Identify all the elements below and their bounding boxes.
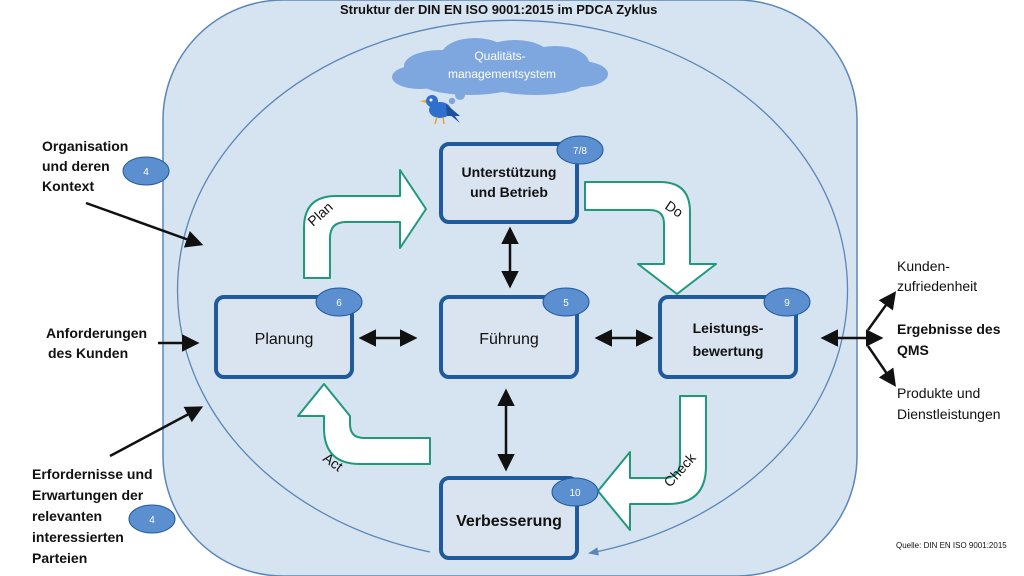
context-line1: Organisation [42, 138, 129, 154]
cloud-line2: managementsystem [448, 67, 556, 81]
evaluation-label-1: Leistungs- [693, 320, 764, 336]
context-input-arrow [85, 201, 204, 248]
plan-arrow [303, 169, 427, 279]
improvement-badge [551, 477, 599, 507]
satisfaction-line1: Kunden- [897, 258, 950, 274]
requirements-label: Anforderungen des Kunden [46, 323, 147, 363]
leadership-box [439, 295, 579, 379]
evaluation-badge [763, 287, 811, 317]
planning-box [214, 295, 354, 379]
parties-badge [128, 504, 176, 534]
cloud-line1: Qualitäts- [474, 49, 525, 63]
results-line1: Ergebnisse des [897, 321, 1001, 337]
context-label: Organisation und deren Kontext [42, 136, 128, 196]
bird-icon [420, 95, 460, 125]
support-badge-text: 7/8 [573, 146, 587, 157]
products-line1: Produkte und [897, 385, 981, 401]
requirements-line2: des Kunden [48, 345, 129, 361]
source-note: Quelle: DIN EN ISO 9001:2015 [896, 541, 1007, 550]
support-badge [556, 135, 604, 165]
leadership-badge [542, 287, 590, 317]
improvement-label: Verbesserung [456, 513, 562, 530]
planning-label: Planung [255, 331, 314, 348]
parties-badge-text: 4 [149, 515, 155, 526]
products-line2: Dienstleistungen [897, 406, 1001, 422]
parties-line5: Parteien [32, 550, 88, 566]
parties-line1: Erfordernisse und [32, 466, 153, 482]
support-label-1: Unterstützung [462, 164, 557, 180]
support-label-2: und Betrieb [470, 184, 548, 200]
parties-line2: Erwartungen der [32, 487, 144, 503]
evaluation-box [658, 295, 798, 379]
parties-line3: relevanten [32, 508, 103, 524]
leadership-badge-text: 5 [563, 298, 569, 309]
improvement-badge-text: 10 [569, 488, 581, 499]
context-badge-text: 4 [143, 167, 149, 178]
products-output-arrow [866, 345, 896, 387]
context-badge [122, 156, 170, 186]
do-arrow [584, 181, 717, 295]
planning-badge-text: 6 [336, 298, 342, 309]
satisfaction-output-arrow [866, 291, 897, 331]
context-line2: und deren [42, 158, 110, 174]
evaluation-badge-text: 9 [784, 298, 790, 309]
evaluation-label-2: bewertung [693, 343, 764, 359]
requirements-line1: Anforderungen [46, 325, 148, 341]
act-arrow [297, 383, 431, 465]
planning-badge [315, 287, 363, 317]
cloud-icon [392, 38, 608, 105]
parties-line4: interessierten [32, 529, 124, 545]
products-label: Produkte und Dienstleistungen [897, 383, 1001, 425]
satisfaction-label: Kunden- zufriedenheit [897, 256, 977, 296]
improvement-box [439, 476, 579, 560]
satisfaction-line2: zufriedenheit [897, 278, 978, 294]
parties-label: Erfordernisse und Erwartungen der releva… [32, 464, 153, 569]
support-box [439, 142, 579, 224]
results-label: Ergebnisse des QMS [897, 319, 1001, 361]
leadership-label: Führung [479, 331, 539, 348]
results-line2: QMS [897, 342, 929, 358]
cycle-ellipse [176, 19, 849, 556]
parties-input-arrow [109, 406, 204, 458]
context-line3: Kontext [42, 178, 95, 194]
diagram-title: Struktur der DIN EN ISO 9001:2015 im PDC… [340, 2, 658, 17]
